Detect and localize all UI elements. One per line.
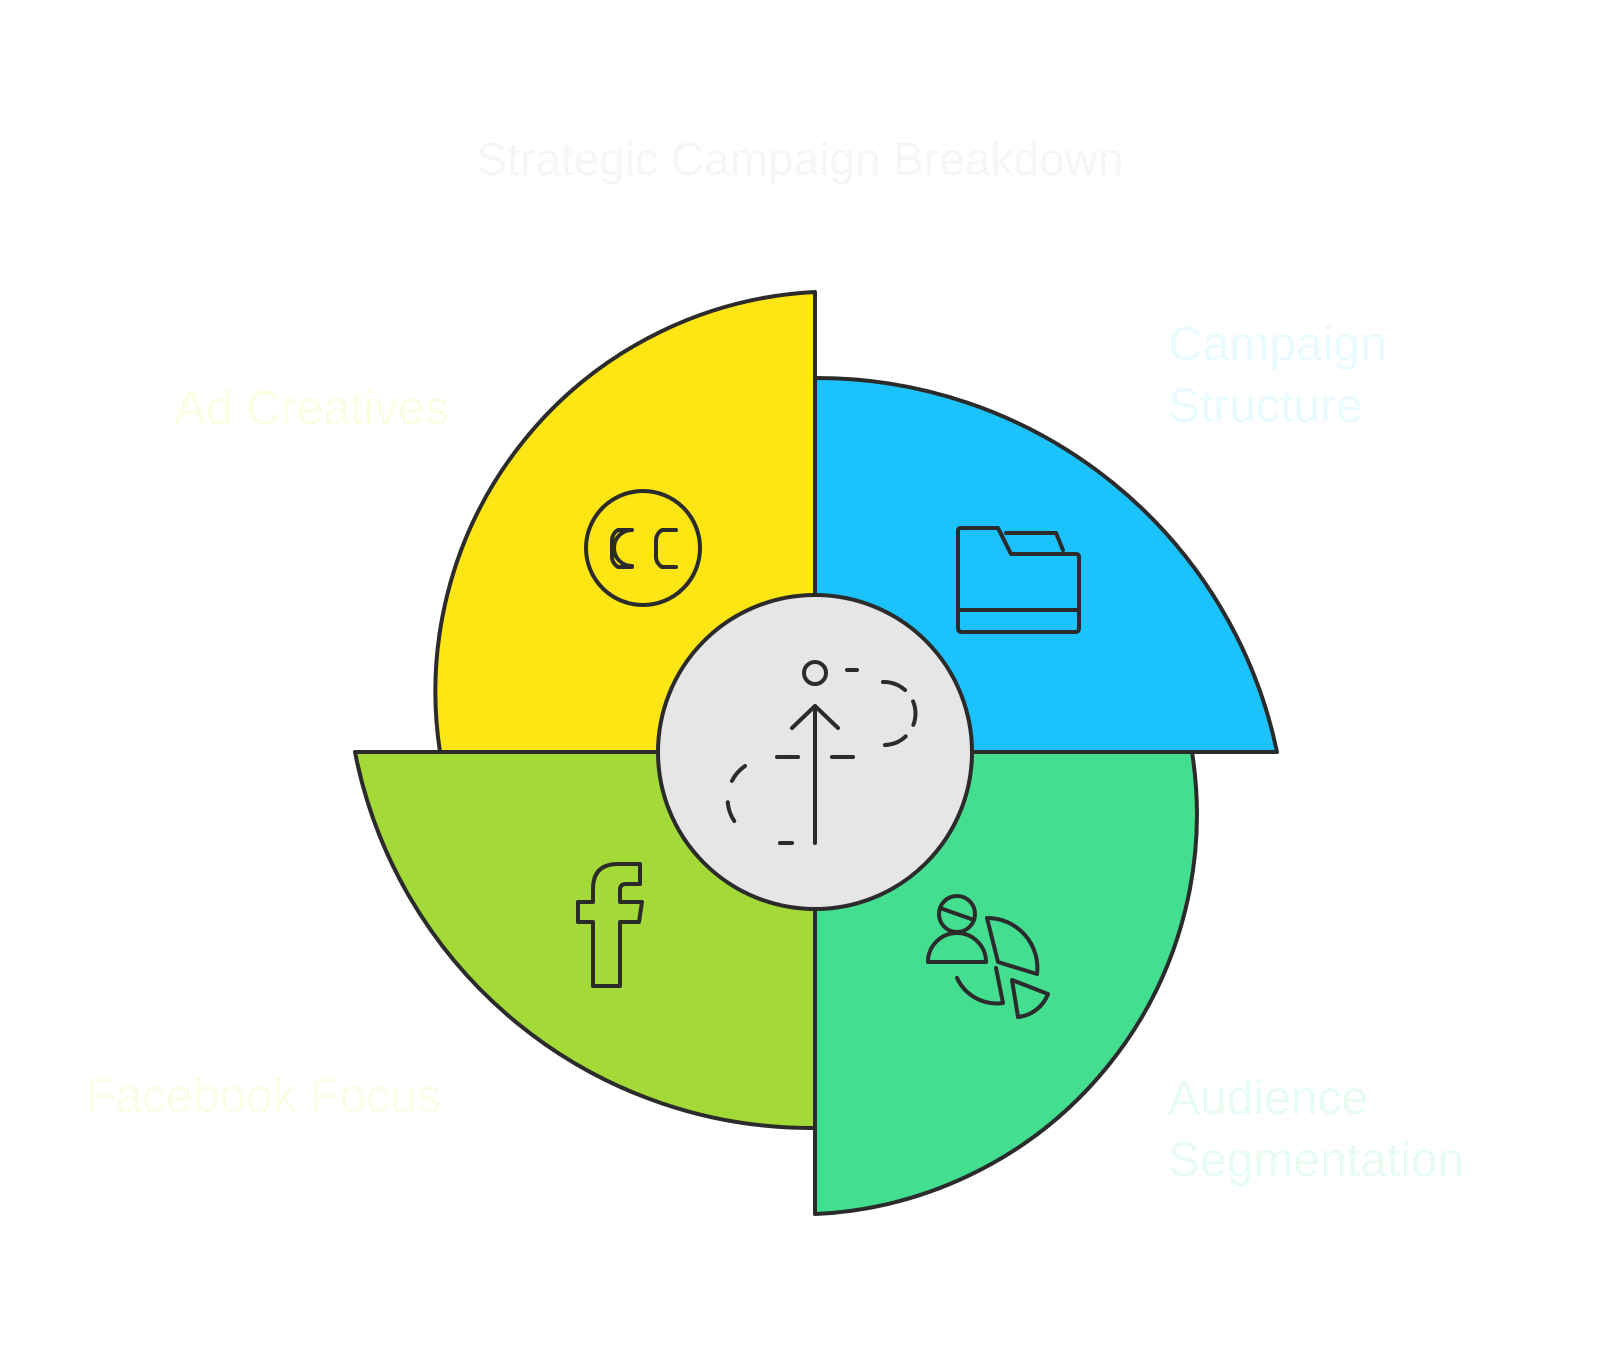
label-ad-creatives: Ad Creatives — [174, 382, 449, 435]
label-facebook-focus: Facebook Focus — [86, 1070, 441, 1123]
growth-arrow-icon — [725, 660, 918, 845]
folder-icon — [956, 526, 1081, 634]
audience-pie-icon — [926, 894, 1050, 1019]
diagram-title: Strategic Campaign Breakdown — [476, 133, 1124, 185]
facebook-icon — [576, 862, 644, 988]
label-audience-segmentation: Audience Segmentation — [1168, 1072, 1465, 1187]
creative-commons-icon — [584, 489, 702, 607]
label-campaign-structure: Campaign Structure — [1168, 318, 1387, 433]
